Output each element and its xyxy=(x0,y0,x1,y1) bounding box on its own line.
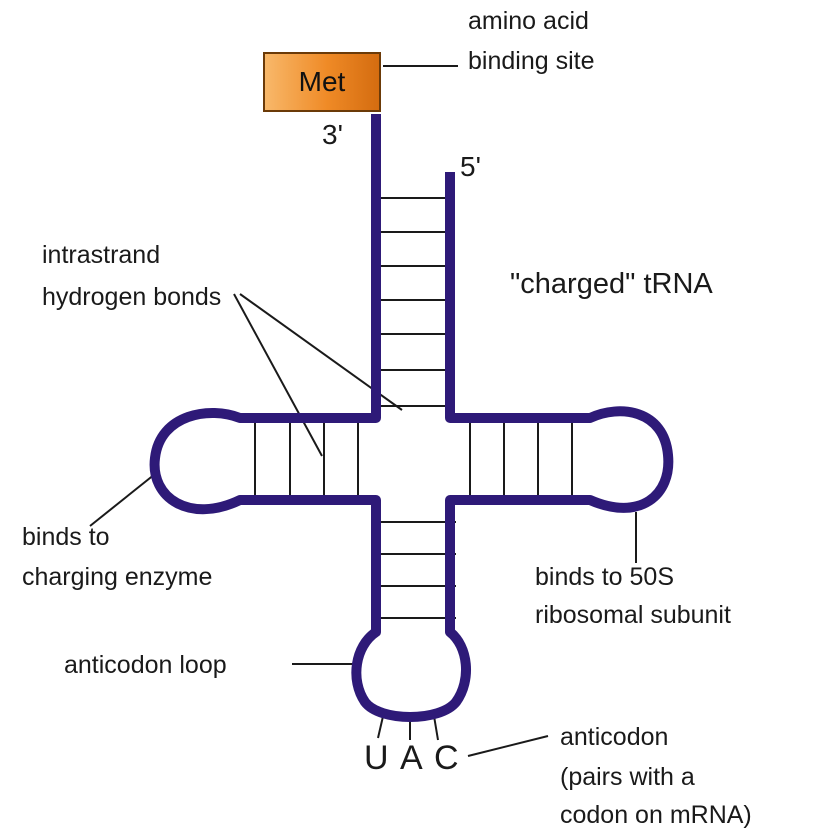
anticodon-base-a: A xyxy=(400,740,423,776)
anticodon-base-u: U xyxy=(364,740,389,776)
enzyme-label-line1: binds to xyxy=(22,522,110,552)
five-prime-label: 5' xyxy=(460,152,481,182)
hydrogen-bonds-label-line2: hydrogen bonds xyxy=(42,282,221,312)
amino-acid-site-label-line2: binding site xyxy=(468,46,594,76)
ribosome-label-line1: binds to 50S xyxy=(535,562,674,592)
met-amino-acid-box: Met xyxy=(263,52,381,112)
enzyme-label-line2: charging enzyme xyxy=(22,562,212,592)
anticodon-base-c: C xyxy=(434,740,459,776)
three-prime-label: 3' xyxy=(322,120,343,150)
anticodon-label-line1: anticodon xyxy=(560,722,668,752)
ribosome-label-line2: ribosomal subunit xyxy=(535,600,731,630)
anticodon-label-line2: (pairs with a xyxy=(560,762,695,792)
hydrogen-bonds-label-line1: intrastrand xyxy=(42,240,160,270)
anticodon-label-line3: codon on mRNA) xyxy=(560,800,752,830)
hydrogen-bond-rungs xyxy=(255,198,572,618)
diagram-title: "charged" tRNA xyxy=(510,268,713,300)
anticodon-loop-label: anticodon loop xyxy=(64,650,227,680)
amino-acid-site-label-line1: amino acid xyxy=(468,6,589,36)
